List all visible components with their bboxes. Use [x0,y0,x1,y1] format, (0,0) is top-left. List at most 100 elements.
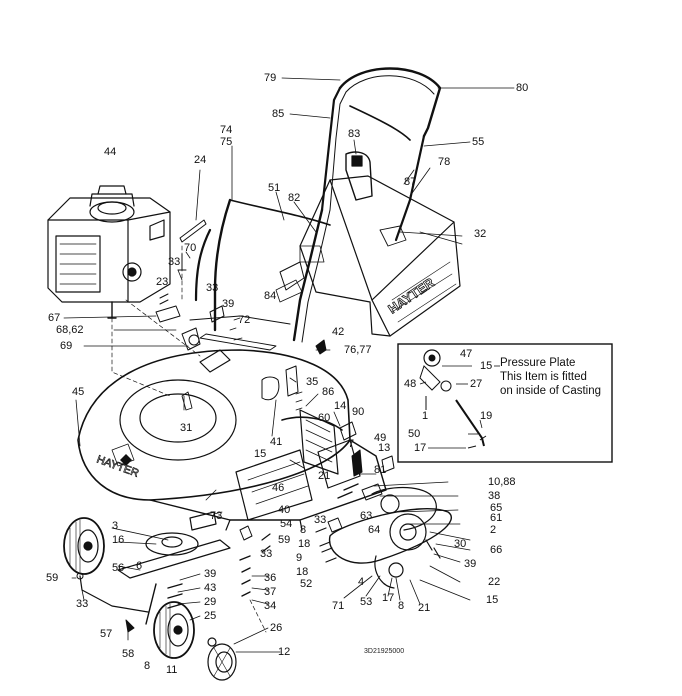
callout-66: 66 [490,544,503,556]
callout-32: 32 [474,228,487,240]
callout-25: 25 [204,610,217,622]
callout-34: 34 [264,600,277,612]
callout-15-b: 15 [486,594,499,606]
callout-49: 49 [374,432,387,444]
alignment-lines [111,245,267,633]
callout-33-e: 33 [76,598,89,610]
callout-18-a: 18 [298,538,311,550]
callout-26: 26 [270,622,283,634]
callout-82: 82 [288,192,301,204]
callout-46: 46 [272,482,285,494]
leader-lines [63,77,515,653]
misc-parts [76,219,395,633]
inset-callout-47: 47 [460,348,473,360]
callout-30: 30 [454,538,467,550]
callout-53: 53 [360,596,373,608]
inset-note-line-3: on inside of Casting [500,385,602,397]
callout-90: 90 [352,406,365,418]
callout-33-d: 33 [260,548,273,560]
callout-74: 74 [220,124,233,136]
callout-33-a: 33 [168,256,181,268]
callout-56: 56 [112,562,125,574]
inset-callout-48: 48 [404,378,417,390]
callout-3: 3 [112,520,119,532]
grass-box [299,151,461,337]
callout-8-a: 8 [300,524,307,536]
callout-7: 7 [348,438,355,450]
callout-6: 6 [136,560,143,572]
callout-31: 31 [180,422,193,434]
deck-brand-mark: HAYTER [95,453,141,480]
callout-24: 24 [194,154,207,166]
callout-55: 55 [472,136,485,148]
callout-9: 9 [296,552,303,564]
callout-12: 12 [278,646,291,658]
callout-65: 65 [490,502,503,514]
callout-8-c: 8 [144,660,151,672]
callout-67: 67 [48,312,61,324]
blade-assembly [117,511,231,579]
callout-80: 80 [516,82,529,94]
inset-callout-27: 27 [470,378,483,390]
callout-44: 44 [104,146,117,158]
svg-text:HAYTER: HAYTER [385,274,437,316]
grassbox-brand-mark: HAYTER [385,274,438,317]
callout-42: 42 [332,326,345,338]
inset-callout-19: 19 [480,410,493,422]
callout-21-b: 21 [418,602,431,614]
callout-75: 75 [220,136,233,148]
callout-71: 71 [332,600,345,612]
callout-58: 58 [122,648,135,660]
engine [47,185,171,319]
callout-39-b: 39 [464,558,477,570]
inset-callout-1: 1 [422,410,429,422]
callout-78: 78 [438,156,451,168]
callout-8-b: 8 [398,600,405,612]
callout-40: 40 [278,504,291,516]
inset-box [397,343,613,463]
callout-54: 54 [280,518,293,530]
svg-text:HAYTER: HAYTER [95,454,140,480]
callout-85: 85 [272,108,285,120]
callout-84: 84 [264,290,277,302]
callout-45: 45 [72,386,85,398]
callout-70: 70 [184,242,197,254]
callout-51: 51 [268,182,281,194]
callout-2: 2 [490,524,497,536]
callout-38: 38 [488,490,501,502]
callout-14: 14 [334,400,347,412]
callout-17-a: 17 [382,592,395,604]
callout-35: 35 [306,376,319,388]
callout-61: 61 [490,512,503,524]
callout-79: 79 [264,72,277,84]
deck-logo [120,454,132,466]
inset-note-line-1: Pressure Plate [500,357,576,369]
inset-callout-17: 17 [414,442,427,454]
callout-18-b: 18 [296,566,309,578]
callout-4: 4 [358,576,365,588]
rear-roller [235,439,361,521]
callout-68-62: 68,62 [56,324,84,336]
callout-33-c: 33 [314,514,327,526]
callout-86: 86 [322,386,335,398]
callout-43: 43 [204,582,217,594]
drawing-code: 3D21925000 [364,648,405,655]
callout-52: 52 [300,578,313,590]
callout-59-b: 59 [46,572,59,584]
callout-16: 16 [112,534,125,546]
callout-73: 73 [210,510,223,522]
callout-39-c: 39 [204,568,217,580]
callout-11: 11 [166,664,178,676]
callout-33-b: 33 [206,282,219,294]
callout-60: 60 [318,412,331,424]
callout-72: 72 [238,314,251,326]
callout-22: 22 [488,576,501,588]
callout-29: 29 [204,596,217,608]
callout-69: 69 [60,340,73,352]
callout-10-88: 10,88 [488,476,516,488]
callout-37: 37 [264,586,277,598]
callout-57: 57 [100,628,113,640]
inset-callout-50: 50 [408,428,421,440]
callout-63: 63 [360,510,373,522]
